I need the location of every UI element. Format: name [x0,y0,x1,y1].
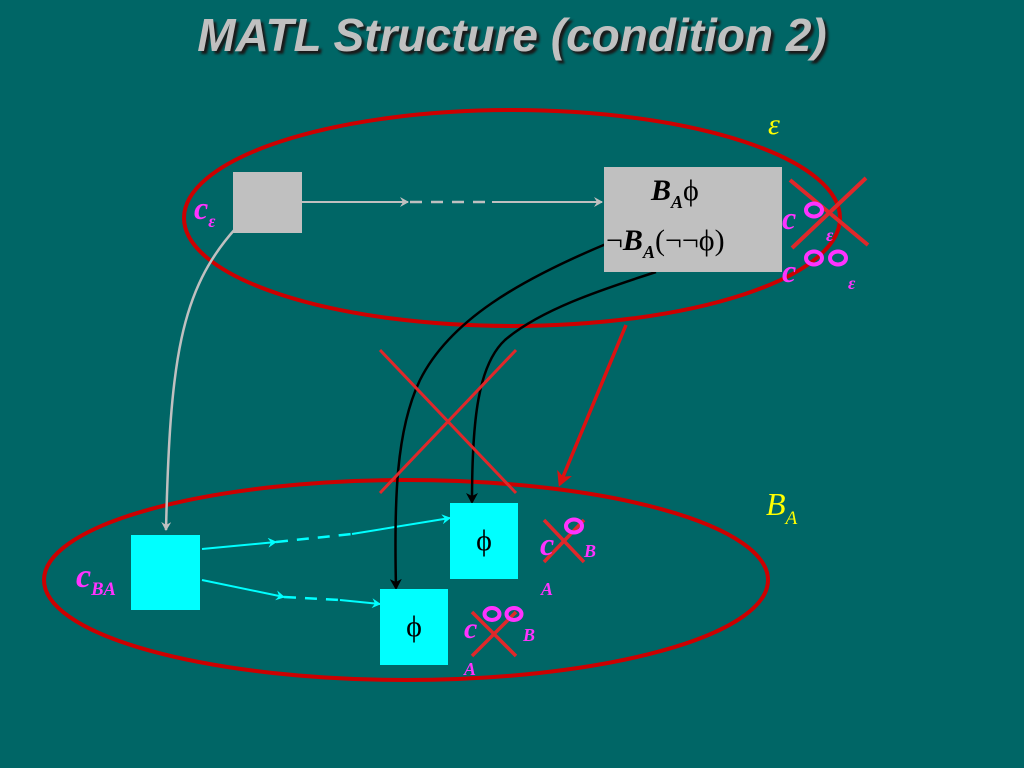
formula-1-phi: ϕ [683,174,699,207]
top-right-cross-mark [788,176,870,250]
crossed-top-label-2-sub: ε [848,273,856,293]
formula-line-2: ¬BA(¬¬ϕ) [606,224,725,262]
c-epsilon-main: c [194,190,209,226]
big-cross-mark [378,348,518,495]
formula-1-a: A [671,192,684,213]
formula-line-1: BAϕ [651,174,699,212]
c-epsilon-label: cε [194,190,215,230]
c-ba-label: cBA [76,558,116,600]
formula-box [604,167,782,272]
crossed-low-label-2: c [464,612,478,645]
circle-marks [482,201,848,622]
phi-upper-box: ϕ [450,503,518,579]
formula-2-b: B [622,224,643,257]
epsilon-context-ellipse [182,108,842,328]
gray-curved-arrow-down [161,227,237,531]
crossed-top-label-2: c [782,255,796,287]
ba-context-sub: A [785,507,798,529]
cyan-dashed-arrow-upper [201,514,451,550]
crossed-top-label-1-sub: ε [826,225,834,245]
epsilon-context-label: ε [768,108,780,141]
black-curved-arrow-to-lower-phi [389,242,607,590]
crossed-low-label-2-sub-bot: A [464,659,477,679]
cyan-dashed-arrow-lower [201,579,381,609]
phi-lower-box: ϕ [380,589,448,665]
c-ba-main: c [76,558,92,595]
ba-context-label: BA [766,486,797,528]
crossed-low-label-1-sub-top: B [584,541,597,561]
ba-context-main: B [766,486,786,522]
crossed-top-1-main: c [782,200,797,236]
c-epsilon-box [233,172,302,233]
formula-2-rest: (¬¬ϕ) [654,224,725,257]
crossed-low-label-1-sub-bot: A [541,579,554,599]
red-context-arrow [557,324,628,487]
crossed-low-label-2-sub-top: B [523,625,536,645]
crossed-top-label-1: c [782,202,796,234]
phi-lower-text: ϕ [406,610,422,643]
formula-2-a: A [642,242,655,263]
c-epsilon-sub: ε [208,210,216,231]
phi-upper-text: ϕ [476,524,492,557]
slide-title: MATL Structure (condition 2) [197,9,827,61]
ba-context-ellipse [42,478,770,682]
formula-2-neg: ¬ [606,224,623,257]
lower-cross-mark-1 [542,518,586,564]
crossed-top-2-main: c [782,253,797,289]
formula-1-b: B [651,174,672,207]
black-curved-arrow-to-upper-phi [466,270,657,504]
c-ba-box [131,535,200,610]
crossed-low-label-1: c [540,526,555,562]
c-ba-sub: BA [91,579,117,601]
